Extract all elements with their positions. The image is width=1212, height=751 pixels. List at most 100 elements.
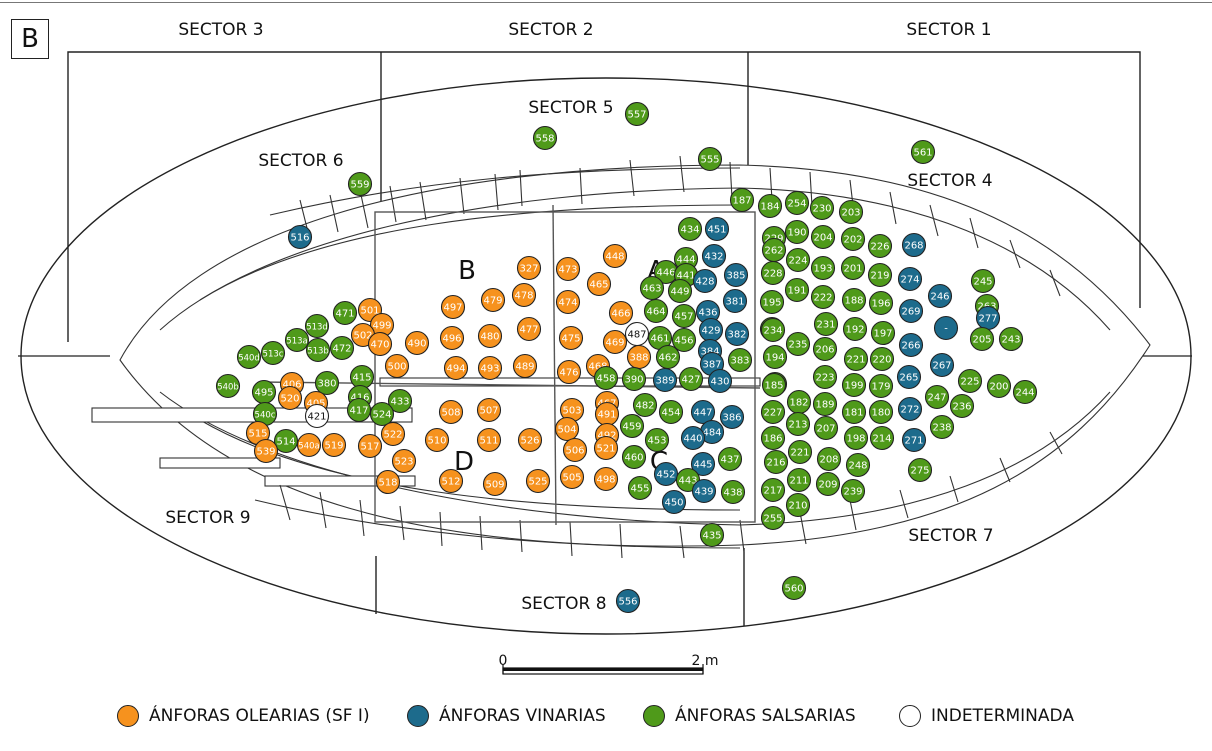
- amphora-marker: 182: [786, 389, 812, 415]
- amphora-marker: 181: [841, 399, 867, 425]
- amphora-marker: 516: [287, 224, 313, 250]
- amphora-marker-label: 243: [1001, 335, 1020, 346]
- amphora-marker: 513d: [304, 313, 330, 339]
- amphora-marker-label: 560: [784, 584, 803, 595]
- amphora-marker-label: 519: [324, 441, 343, 452]
- scale-end-label: 2 m: [692, 653, 719, 669]
- amphora-marker-label: 455: [630, 484, 649, 495]
- amphora-marker-circle: [690, 399, 716, 425]
- amphora-marker-circle: [632, 392, 658, 418]
- amphora-marker-label: 271: [904, 436, 923, 447]
- amphora-marker-label: 540a: [298, 442, 319, 452]
- amphora-marker: 504: [554, 416, 580, 442]
- amphora-marker-circle: [619, 413, 645, 439]
- amphora-marker: 511: [476, 427, 502, 453]
- amphora-marker-circle: [704, 216, 730, 242]
- amphora-marker: 274: [897, 266, 923, 292]
- amphora-marker-label: 213: [788, 420, 807, 431]
- amphora-marker-circle: [907, 457, 933, 483]
- amphora-marker: 190: [784, 219, 810, 245]
- amphora-marker: 194: [762, 344, 788, 370]
- amphora-marker: 450: [661, 489, 687, 515]
- amphora-marker-label: 380: [317, 379, 336, 390]
- amphora-marker-circle: [898, 298, 924, 324]
- amphora-marker: 510: [424, 427, 450, 453]
- amphora-marker-label: 500: [387, 362, 406, 373]
- amphora-marker-label: 182: [789, 398, 808, 409]
- amphora-marker-circle: [273, 428, 299, 454]
- amphora-marker-label: 477: [519, 325, 538, 336]
- amphora-marker-label: 235: [788, 340, 807, 351]
- amphora-marker: 499: [369, 312, 395, 338]
- legend-label-indet: INDETERMINADA: [931, 706, 1074, 726]
- amphora-marker-label: 524: [372, 410, 391, 421]
- amphora-marker: 447: [690, 399, 716, 425]
- amphora-marker-label: 474: [558, 298, 577, 309]
- amphora-marker-label: 482: [635, 401, 654, 412]
- amphora-marker: 459: [619, 413, 645, 439]
- amphora-marker: 186: [760, 425, 786, 451]
- amphora-marker: 236: [949, 393, 975, 419]
- amphora-marker: 522: [380, 421, 406, 447]
- amphora-marker: 327: [516, 255, 542, 281]
- amphora-marker-circle: [602, 329, 628, 355]
- amphora-marker: 415: [349, 364, 375, 390]
- amphora-marker-circle: [586, 271, 612, 297]
- amphora-marker-circle: [841, 287, 867, 313]
- amphora-marker-circle: [701, 243, 727, 269]
- amphora-marker: 524: [369, 401, 395, 427]
- amphora-marker-circle: [661, 489, 687, 515]
- amphora-marker: 180: [868, 399, 894, 425]
- amphora-marker: 437: [717, 446, 743, 472]
- amphora-marker-label: 448: [605, 252, 624, 263]
- amphora-marker-circle: [870, 320, 896, 346]
- amphora-marker-circle: [810, 224, 836, 250]
- amphora-marker: 495: [251, 379, 277, 405]
- amphora-marker-circle: [277, 385, 303, 411]
- amphora-marker-circle: [841, 372, 867, 398]
- amphora-marker: 243: [998, 326, 1024, 352]
- amphora-marker-label: 406: [282, 380, 301, 391]
- amphora-marker-circle: [812, 364, 838, 390]
- amphora-marker-circle: [652, 367, 678, 393]
- amphora-marker: 210: [785, 492, 811, 518]
- amphora-marker: 198: [843, 425, 869, 451]
- amphora-marker-label: 526: [520, 436, 539, 447]
- amphora-marker-circle: [671, 327, 697, 353]
- amphora-marker: 386: [719, 404, 745, 430]
- amphora-marker-label: 217: [763, 486, 782, 497]
- amphora-marker: 477: [516, 316, 542, 342]
- amphora-marker: 221: [787, 439, 813, 465]
- amphora-marker-label: 518: [378, 478, 397, 489]
- amphora-marker-label: 457: [674, 312, 693, 323]
- amphora-marker: 275: [907, 457, 933, 483]
- amphora-marker-circle: [558, 325, 584, 351]
- amphora-marker-circle: [986, 373, 1012, 399]
- amphora-marker-label: 468: [588, 362, 607, 373]
- amphora-marker: 266: [898, 332, 924, 358]
- amphora-marker-label: 203: [841, 208, 860, 219]
- amphora-marker-circle: [720, 479, 746, 505]
- amphora-marker: 466: [608, 300, 634, 326]
- amphora-marker-circle: [608, 300, 634, 326]
- amphora-marker: 540c: [252, 401, 278, 427]
- amphora-marker-circle: [724, 321, 750, 347]
- amphora-marker: 494: [443, 355, 469, 381]
- amphora-marker: 204: [810, 224, 836, 250]
- amphora-marker-circle: [367, 331, 393, 357]
- amphora-marker-circle: [868, 399, 894, 425]
- amphora-marker-label: 450: [664, 498, 683, 509]
- amphora-marker-label: 274: [900, 275, 919, 286]
- amphora-marker: 208: [816, 446, 842, 472]
- amphora-marker: 225: [957, 368, 983, 394]
- amphora-marker: 500: [384, 353, 410, 379]
- amphora-marker: 487: [624, 321, 650, 347]
- amphora-marker-label: 327: [519, 264, 538, 275]
- amphora-marker-circle: [253, 438, 279, 464]
- legend-item-salt: ÁNFORAS SALSARIAS: [643, 705, 856, 727]
- amphora-marker-circle: [369, 401, 395, 427]
- amphora-marker: 220: [869, 346, 895, 372]
- amphora-marker-label: 514: [276, 437, 295, 448]
- amphora-marker-label: 513a: [286, 337, 307, 347]
